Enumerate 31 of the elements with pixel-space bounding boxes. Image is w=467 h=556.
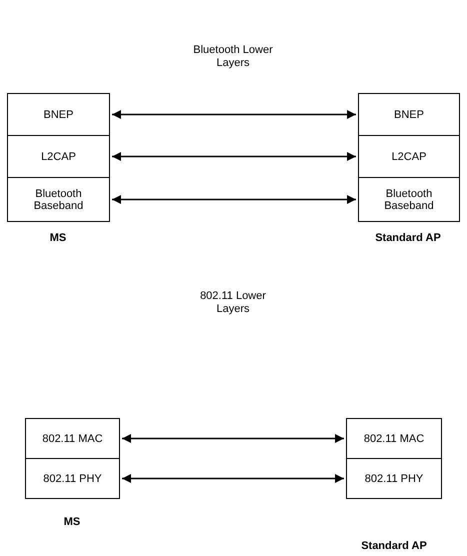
layer-name: 802.11 PHY [43,472,102,484]
device-label: Standard AP [360,540,428,553]
layer-name: Bluetooth Baseband [32,188,84,212]
double-arrow [112,152,356,161]
protocol-layer-box [7,93,110,136]
section-heading: Bluetooth Lower Layers [192,44,274,70]
double-arrow [122,474,344,483]
protocol-layer-box [25,418,120,459]
device-label: MS [48,232,68,245]
protocol-layer-box [7,135,110,178]
protocol-layer-box [25,458,120,499]
double-arrow [112,110,356,119]
protocol-layer-box [358,177,460,222]
layer-name: BNEP [44,108,74,120]
layer-name: L2CAP [392,150,426,162]
layer-name: 802.11 PHY [364,472,424,484]
layer-name: BNEP [394,108,424,120]
layer-name: 802.11 MAC [364,432,424,444]
protocol-layer-box [358,93,460,136]
section-heading: 802.11 Lower Layers [199,290,267,316]
double-arrow [122,434,344,443]
protocol-layer-box [358,135,460,178]
layer-name: 802.11 MAC [42,432,103,444]
protocol-layer-box [346,458,442,499]
device-label: Standard AP [374,232,442,245]
double-arrow [112,195,356,204]
layer-name: L2CAP [41,150,76,162]
layer-name: Bluetooth Baseband [383,188,435,212]
protocol-layer-box [7,177,110,222]
protocol-layer-box [346,418,442,459]
device-label: MS [62,516,82,529]
